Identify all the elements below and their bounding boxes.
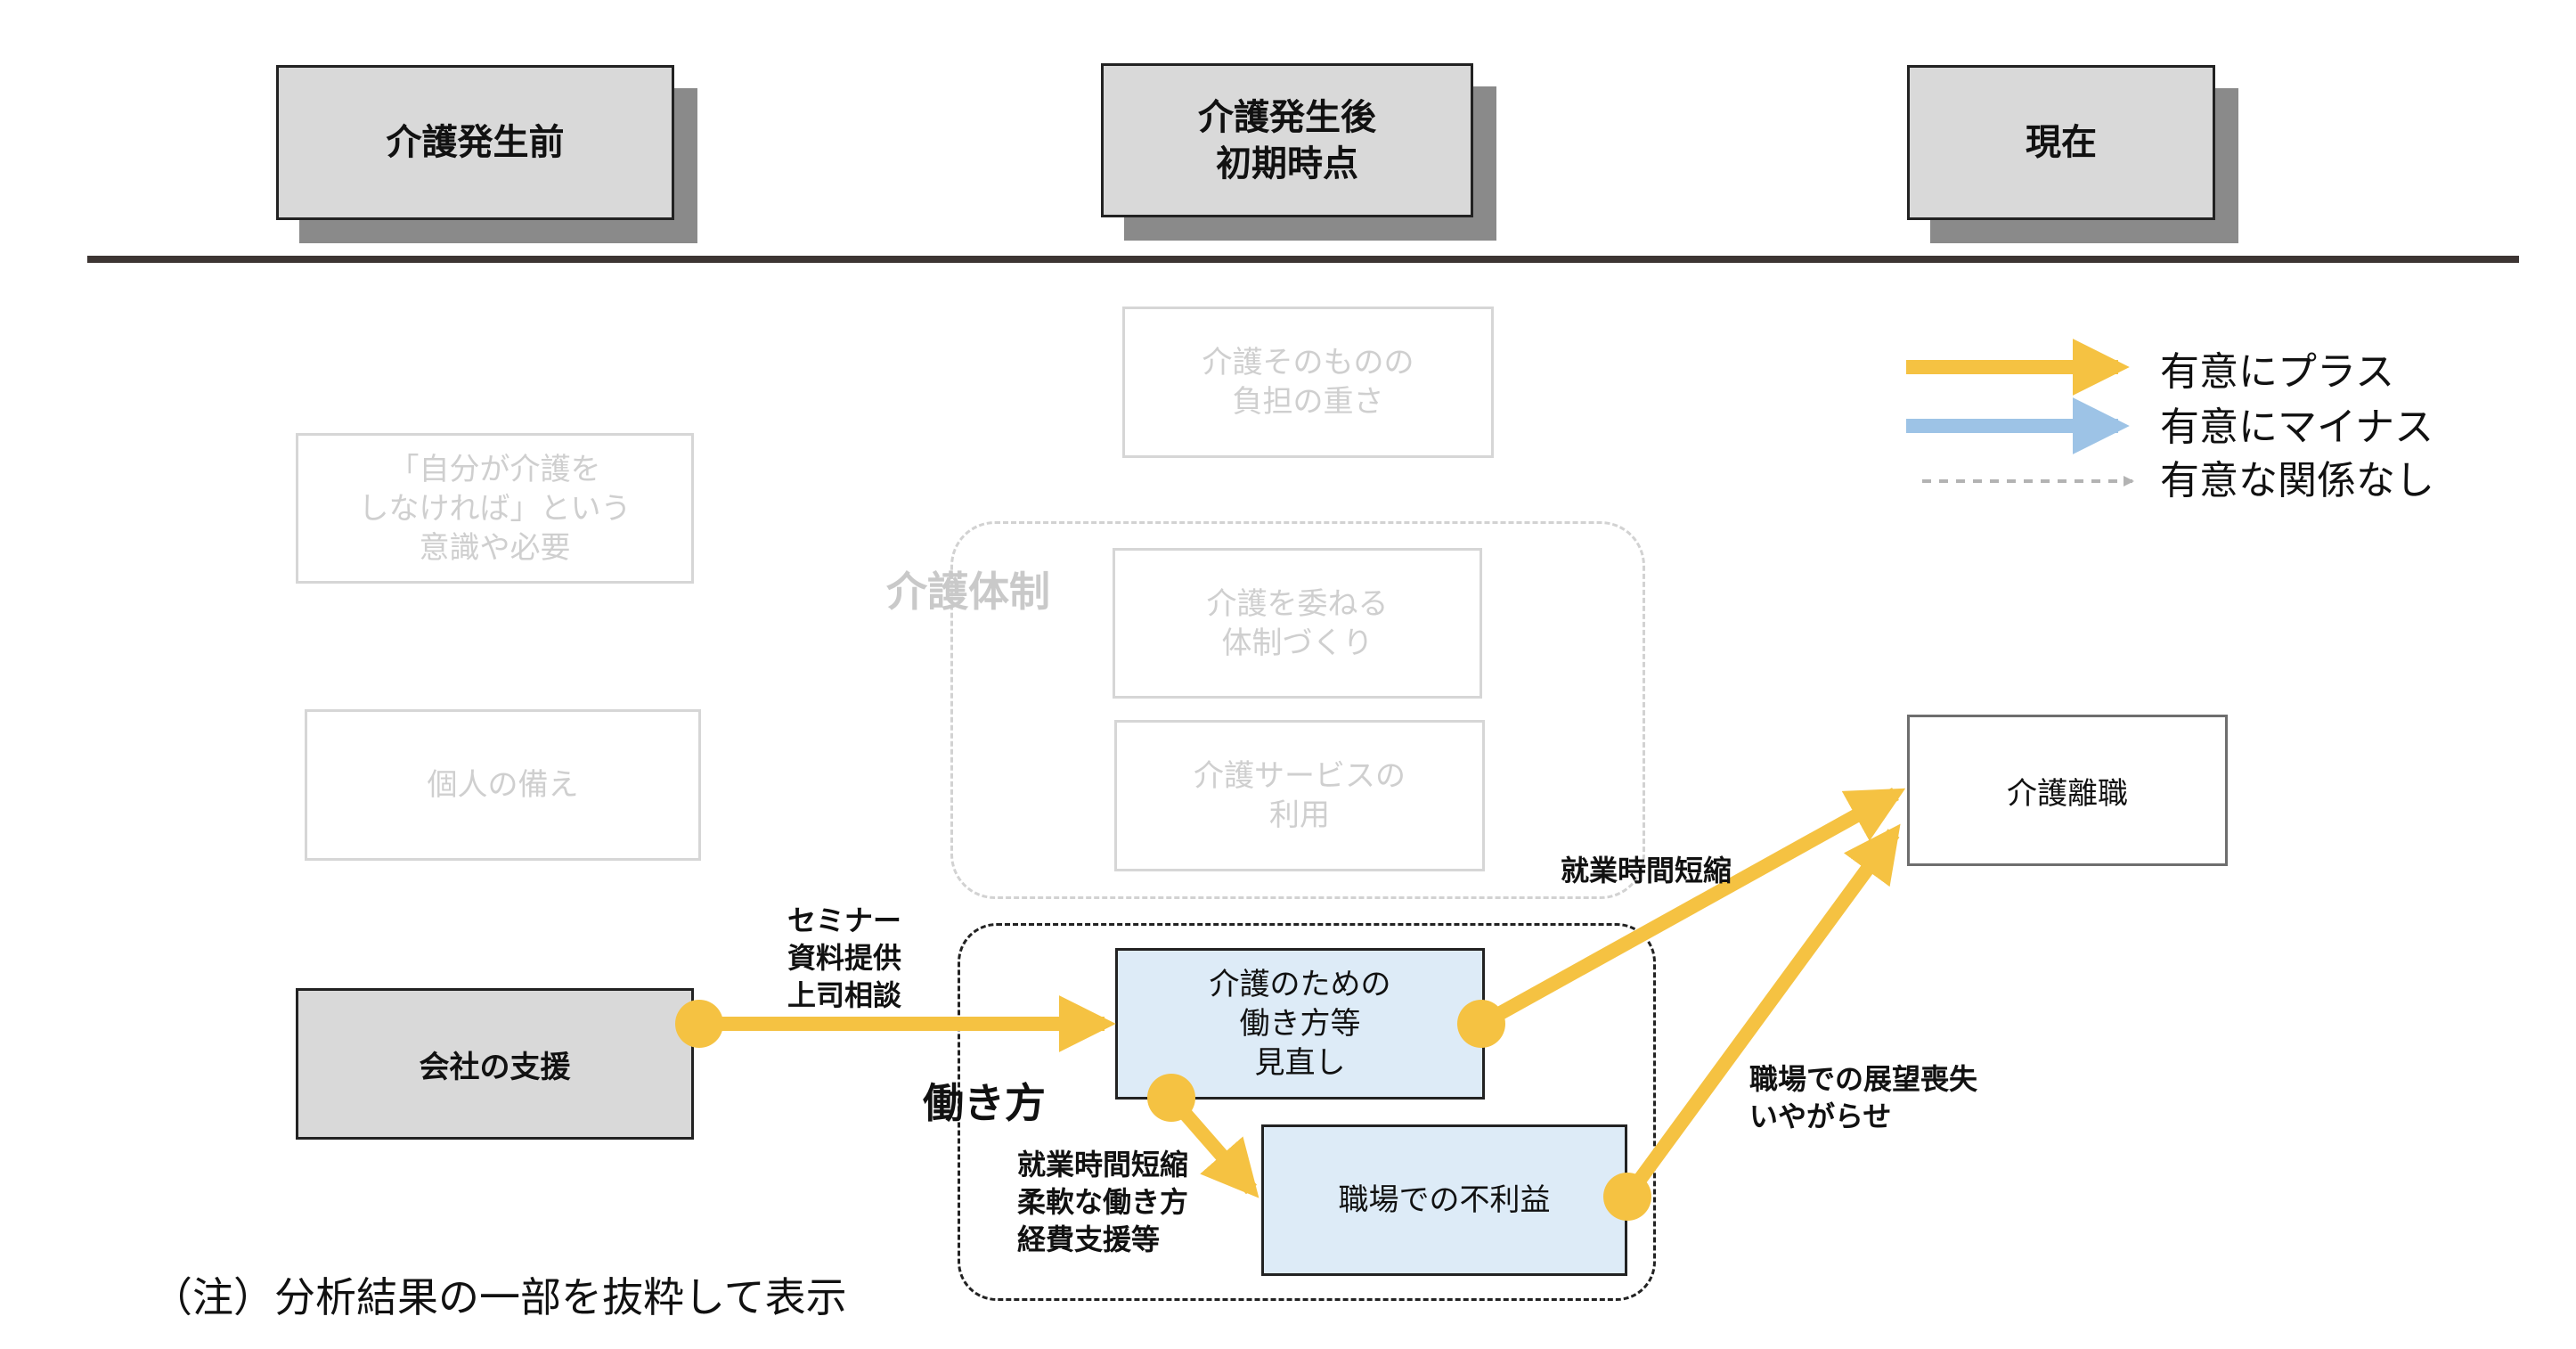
arrow-origin-review bbox=[1457, 1000, 1505, 1048]
edge-label-review-to-disadvantage: 就業時間短縮 柔軟な働き方 経費支援等 bbox=[1017, 1148, 1189, 1256]
node-workstyle-review: 介護のための 働き方等 見直し bbox=[1115, 948, 1485, 1100]
header-present-label: 現在 bbox=[2026, 122, 2097, 163]
header-before-care: 介護発生前 bbox=[276, 65, 674, 220]
header-present: 現在 bbox=[1907, 65, 2215, 220]
arrow-disadvantage-to-resignation bbox=[1621, 823, 1901, 1201]
footnote: （注）分析結果の一部を抜粋して表示 bbox=[151, 1273, 847, 1321]
edge-label-disadvantage-to-resignation: 職場での展望喪失 いやがらせ bbox=[1749, 1062, 1978, 1133]
care-system-group bbox=[950, 521, 1645, 899]
edge-label-review-to-resignation: 就業時間短縮 bbox=[1561, 854, 1732, 887]
header-after-care-initial-label: 介護発生後 初期時点 bbox=[1198, 96, 1376, 184]
faded-box-care-burden-label: 介護そのものの 負担の重さ bbox=[1202, 345, 1414, 420]
node-company-support: 会社の支援 bbox=[296, 988, 694, 1140]
care-system-group-label: 介護体制 bbox=[886, 568, 1050, 616]
header-before-care-label: 介護発生前 bbox=[386, 122, 565, 163]
faded-box-personal-preparation: 個人の備え bbox=[305, 709, 701, 861]
arrow-origin-review-2 bbox=[1147, 1074, 1195, 1122]
faded-box-entrust-care: 介護を委ねる 体制づくり bbox=[1113, 548, 1482, 699]
node-care-resignation-label: 介護離職 bbox=[2007, 775, 2128, 812]
legend-minus-label: 有意にマイナス bbox=[2160, 405, 2434, 450]
faded-box-care-awareness-label: 「自分が介護を しなければ」という 意識や必要 bbox=[358, 451, 632, 566]
arrow-origin-disadvantage bbox=[1603, 1173, 1651, 1221]
faded-box-care-awareness: 「自分が介護を しなければ」という 意識や必要 bbox=[296, 433, 694, 584]
faded-box-care-burden: 介護そのものの 負担の重さ bbox=[1122, 307, 1494, 458]
node-workplace-disadvantage: 職場での不利益 bbox=[1261, 1124, 1627, 1276]
node-workplace-disadvantage-label: 職場での不利益 bbox=[1338, 1182, 1551, 1218]
arrow-review-to-resignation bbox=[1478, 788, 1906, 1030]
legend-plus-label: 有意にプラス bbox=[2160, 349, 2395, 395]
edge-label-support-to-review: セミナー 資料提供 上司相談 bbox=[787, 903, 902, 1012]
node-workstyle-review-label: 介護のための 働き方等 見直し bbox=[1209, 967, 1391, 1081]
node-company-support-label: 会社の支援 bbox=[419, 1049, 571, 1085]
workstyle-group-label: 働き方 bbox=[923, 1079, 1046, 1127]
faded-box-personal-preparation-label: 個人の備え bbox=[427, 767, 579, 803]
faded-box-care-service-label: 介護サービスの 利用 bbox=[1194, 758, 1406, 833]
node-care-resignation: 介護離職 bbox=[1907, 715, 2228, 866]
faded-box-entrust-care-label: 介護を委ねる 体制づくり bbox=[1206, 585, 1389, 661]
workstyle-group bbox=[958, 923, 1656, 1301]
faded-box-care-service: 介護サービスの 利用 bbox=[1114, 720, 1485, 871]
arrow-origin-support bbox=[675, 1000, 723, 1048]
timeline-divider bbox=[87, 256, 2519, 263]
legend-none-label: 有意な関係なし bbox=[2160, 458, 2434, 503]
header-after-care-initial: 介護発生後 初期時点 bbox=[1101, 63, 1473, 217]
